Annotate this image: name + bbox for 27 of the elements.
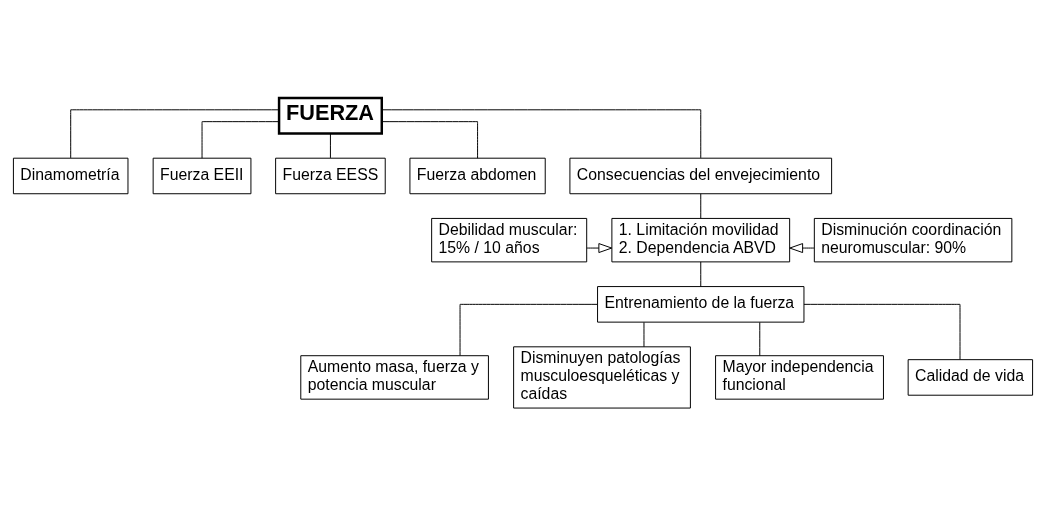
arrow: [789, 243, 815, 254]
connector: [201, 121, 280, 159]
node-box: Calidad de vida: [907, 359, 1034, 396]
node-box: FUERZA: [277, 96, 383, 135]
node-box: Consecuencias del envejecimiento: [569, 157, 833, 195]
connector: [803, 303, 961, 360]
node-box: Fuerza EESS: [275, 157, 386, 195]
connector: [381, 109, 702, 159]
node-box: Disminuyen patologías musculoesqueléticas y caídas: [513, 346, 691, 409]
connector: [70, 109, 280, 159]
arrow: [586, 243, 613, 254]
node-box: Disminución coordinación neuromuscular: 90%: [813, 217, 1013, 263]
node-box: Debilidad muscular: 15% / 10 años: [431, 217, 588, 263]
node-box: Entrenamiento de la fuerza: [597, 286, 805, 323]
connector: [700, 261, 702, 287]
connector: [459, 303, 598, 356]
connector: [700, 193, 702, 219]
connector: [759, 321, 761, 357]
node-box: Fuerza EEII: [152, 157, 252, 195]
node-box: Dinamometría: [12, 157, 129, 195]
connector: [643, 321, 645, 348]
connector: [381, 121, 479, 159]
node-box: 1. Limitación movilidad 2. Dependencia ABVD: [611, 217, 791, 263]
node-box: Mayor independencia funcional: [715, 355, 884, 400]
node-box: Fuerza abdomen: [409, 157, 546, 195]
connector: [329, 133, 331, 159]
node-box: Aumento masa, fuerza y potencia muscular: [300, 355, 489, 400]
